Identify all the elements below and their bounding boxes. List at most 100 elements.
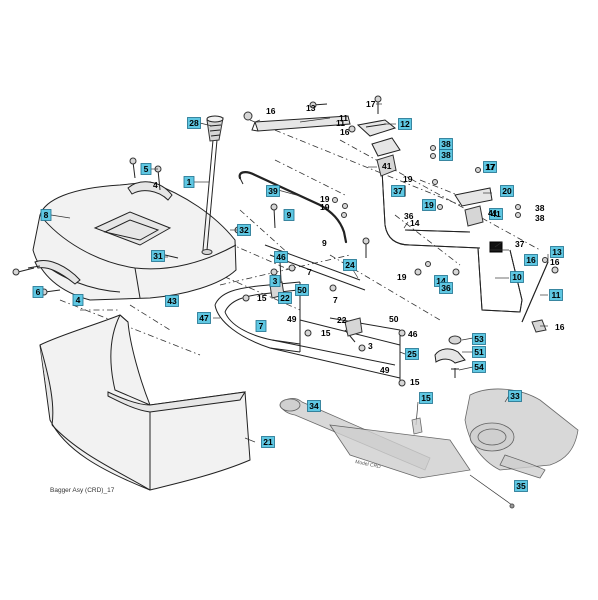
latch-parts [434, 335, 466, 378]
bag-lid [32, 181, 237, 301]
boxed-label-50: 50 [295, 284, 309, 296]
svg-text:5: 5 [144, 164, 149, 174]
hardware [12, 95, 559, 387]
boxed-label-24: 24 [343, 259, 357, 271]
svg-text:31: 31 [153, 251, 163, 261]
plain-label-9: 9 [322, 238, 327, 248]
boxed-label-9: 9 [283, 209, 295, 221]
svg-text:38: 38 [441, 139, 451, 149]
plain-label-50: 50 [389, 314, 399, 324]
plain-label-38: 38 [535, 213, 545, 223]
plain-label-11: 11 [339, 113, 348, 123]
frame-bracket-22 [269, 281, 363, 337]
boxed-label-53: 53 [472, 333, 486, 345]
boxed-label-17: 17 [483, 161, 497, 173]
grass-bag [39, 314, 251, 491]
boxed-label-11: 11 [549, 289, 563, 301]
plain-label-3: 3 [368, 341, 373, 351]
boxed-label-28: 28 [187, 117, 201, 129]
svg-text:1: 1 [187, 177, 192, 187]
lid-hinge-bracket [127, 181, 173, 201]
svg-text:47: 47 [199, 313, 209, 323]
svg-text:16: 16 [526, 255, 536, 265]
svg-text:38: 38 [441, 150, 451, 160]
svg-text:8: 8 [44, 210, 49, 220]
plain-label-11: 11 [336, 118, 345, 128]
spring-rod [238, 171, 348, 244]
boxed-label-25: 25 [405, 348, 419, 360]
svg-text:32: 32 [239, 225, 249, 235]
svg-text:9: 9 [287, 210, 292, 220]
plain-label-15: 15 [410, 377, 420, 387]
boxed-label-12: 12 [398, 118, 412, 130]
plain-label-16: 16 [340, 127, 350, 137]
boxed-label-8: 8 [40, 209, 52, 221]
plain-label-16: 16 [266, 106, 276, 116]
plain-label-16: 16 [555, 322, 565, 332]
svg-text:53: 53 [474, 334, 484, 344]
boxed-label-22: 22 [278, 292, 292, 304]
boxed-label-3: 3 [269, 275, 281, 287]
boxed-label-46: 46 [274, 251, 288, 263]
plain-label-17: 17 [486, 162, 496, 172]
svg-text:39: 39 [268, 186, 278, 196]
boxed-label-6: 6 [32, 286, 44, 298]
svg-text:43: 43 [167, 296, 177, 306]
lid-front-handle [27, 260, 81, 285]
plain-label-13: 13 [306, 103, 316, 113]
plain-label-41: 41 [382, 161, 392, 171]
svg-text:19: 19 [424, 200, 434, 210]
boxed-label-4: 4 [72, 294, 84, 306]
plain-label-22: 22 [337, 315, 347, 325]
plain-label-7: 7 [333, 295, 338, 305]
boxed-label-34: 34 [307, 400, 321, 412]
svg-text:21: 21 [263, 437, 273, 447]
boxed-label-36: 36 [439, 282, 453, 294]
svg-text:13: 13 [552, 247, 562, 257]
svg-text:14: 14 [436, 276, 446, 286]
boxed-label-38: 38 [439, 138, 453, 150]
boxed-label-21: 21 [261, 436, 275, 448]
boxed-label-47: 47 [197, 312, 211, 324]
plain-label-15: 15 [257, 293, 267, 303]
boxed-label-15: 15 [419, 392, 433, 404]
svg-text:28: 28 [189, 118, 199, 128]
plain-label-49: 49 [380, 365, 390, 375]
boxed-label-16: 16 [524, 254, 538, 266]
svg-text:12: 12 [400, 119, 410, 129]
plain-label-19: 19 [320, 194, 330, 204]
svg-text:20: 20 [502, 186, 512, 196]
svg-text:4: 4 [76, 295, 81, 305]
diagram-caption: Bagger Asy (CRD)_17 [50, 487, 115, 494]
boxed-label-19: 19 [422, 199, 436, 211]
boxed-label-54: 54 [472, 361, 486, 373]
plain-label-15: 15 [321, 328, 331, 338]
svg-text:46: 46 [276, 252, 286, 262]
boxed-label-41: 41 [489, 208, 503, 220]
boxed-label-39: 39 [266, 185, 280, 197]
plain-label-41: 41 [488, 208, 498, 218]
boxed-label-35: 35 [514, 480, 528, 492]
plain-label-4: 4 [153, 180, 158, 190]
boxed-label-33: 33 [508, 390, 522, 402]
boxed-label-51: 51 [472, 346, 486, 358]
plain-label-17: 17 [366, 99, 376, 109]
svg-text:37: 37 [393, 186, 403, 196]
plain-label-7: 7 [307, 267, 312, 277]
plain-label-38: 38 [535, 203, 545, 213]
plain-label-46: 46 [408, 329, 418, 339]
boxed-label-43: 43 [165, 295, 179, 307]
svg-text:24: 24 [345, 260, 355, 270]
svg-text:51: 51 [474, 347, 484, 357]
svg-text:22: 22 [280, 293, 290, 303]
chute-embedded-text: Model CRD [355, 459, 382, 470]
svg-text:50: 50 [297, 285, 307, 295]
svg-text:10: 10 [512, 272, 522, 282]
svg-text:25: 25 [407, 349, 417, 359]
lever-rod [201, 115, 224, 255]
boxed-label-5: 5 [140, 163, 152, 175]
boxed-label-37: 37 [391, 185, 405, 197]
chute-assembly [279, 388, 579, 509]
